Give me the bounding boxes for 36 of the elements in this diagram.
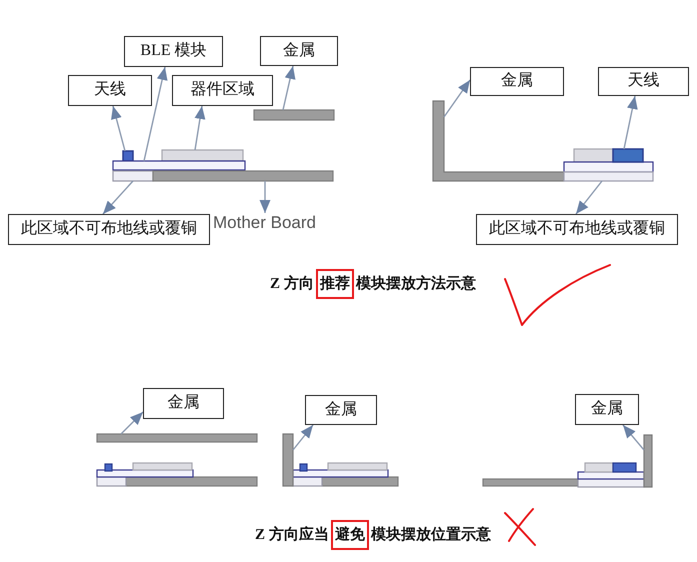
leader-arrow (623, 96, 638, 150)
metal-wall (282, 433, 294, 487)
figure-caption: Z 方向应当避免模块摆放位置示意 (255, 519, 491, 551)
leader-arrow (111, 106, 126, 152)
component-area (161, 149, 244, 162)
callout-box: 金属 (143, 388, 224, 419)
keepout-area (112, 170, 154, 182)
callout-box: 金属 (260, 36, 338, 66)
metal-wall (643, 434, 653, 488)
leader-arrow (260, 181, 270, 213)
leader-arrow (143, 66, 168, 162)
callout-box: 天线 (598, 67, 689, 96)
metal-bracket (432, 100, 565, 182)
metal-plate (253, 109, 335, 121)
metal-plate (96, 433, 258, 443)
callout-box: 此区域不可布地线或覆铜 (476, 214, 678, 245)
leader-arrow (292, 424, 314, 450)
callout-box: 金属 (470, 67, 564, 96)
callout-box: 天线 (68, 75, 152, 106)
module-board (112, 160, 246, 171)
callout-box: BLE 模块 (124, 36, 223, 67)
antenna-block (122, 150, 134, 162)
leader-arrow (120, 412, 144, 434)
callout-box: 金属 (305, 395, 377, 425)
mother-board (152, 170, 334, 182)
antenna-block (612, 148, 644, 163)
board-label: Mother Board (213, 214, 316, 233)
callout-box: 金属 (575, 394, 639, 425)
leader-arrow (622, 424, 645, 450)
callout-box: 器件区域 (172, 75, 273, 106)
leader-arrow (575, 180, 603, 214)
leader-arrow (194, 106, 206, 150)
figure-caption: Z 方向推荐模块摆放方法示意 (270, 268, 476, 300)
leader-arrow (443, 80, 471, 118)
keepout-area (563, 171, 654, 182)
callout-box: 此区域不可布地线或覆铜 (8, 214, 210, 245)
